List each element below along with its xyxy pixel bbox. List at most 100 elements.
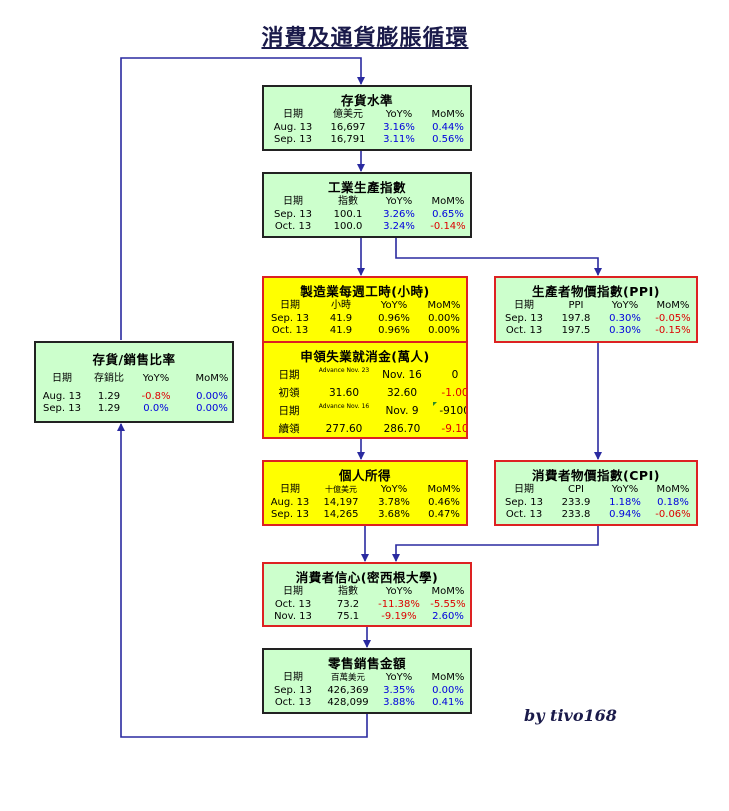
col-header: 小時 bbox=[331, 300, 351, 311]
personal-income-box: 個人所得 日期 十億美元 YoY% MoM% Aug. 13 14,197 3.… bbox=[262, 460, 468, 526]
col-header: MoM% bbox=[656, 300, 690, 311]
data-table: 日期 十億美元 YoY% MoM% Aug. 13 14,197 3.78% 0… bbox=[264, 484, 466, 522]
cell: 277.60 bbox=[325, 423, 363, 435]
consumer-sentiment-box: 消費者信心(密西根大學) 日期 指數 YoY% MoM% Oct. 13 73.… bbox=[262, 562, 472, 627]
data-table: 日期 存銷比 YoY% MoM% Aug. 13 1.29 -0.8% 0.00… bbox=[36, 373, 232, 415]
cell: 233.9 bbox=[561, 496, 591, 508]
cell: 14,265 bbox=[323, 509, 359, 520]
cell: 3.26% bbox=[383, 208, 415, 220]
box-title: 消費者信心(密西根大學) bbox=[295, 570, 439, 585]
cell: 2.60% bbox=[432, 611, 464, 622]
cell: Aug. 13 bbox=[42, 391, 82, 402]
cell: -9.19% bbox=[381, 611, 417, 622]
col-header: 指數 bbox=[338, 196, 358, 207]
cell: 0.00% bbox=[428, 312, 460, 324]
cell: 75.1 bbox=[336, 611, 360, 622]
cell: 0.56% bbox=[432, 134, 464, 145]
col-header: 日期 bbox=[283, 109, 303, 120]
cell: 0.44% bbox=[432, 121, 464, 133]
cell: 0.46% bbox=[428, 496, 460, 508]
cell: 0.00% bbox=[432, 684, 464, 696]
error-triangle-icon bbox=[433, 402, 438, 406]
box-title: 生產者物價指數(PPI) bbox=[532, 284, 660, 299]
cell: 0 bbox=[451, 369, 459, 381]
col-header: 日期 bbox=[283, 586, 303, 597]
data-table: 日期 小時 YoY% MoM% Sep. 13 41.9 0.96% 0.00%… bbox=[264, 300, 466, 338]
data-table: 日期 億美元 YoY% MoM% Aug. 13 16,697 3.16% 0.… bbox=[264, 109, 470, 147]
cell: 32.60 bbox=[386, 387, 418, 399]
inventory-level-box: 存貨水準 日期 億美元 YoY% MoM% Aug. 13 16,697 3.1… bbox=[262, 85, 472, 151]
cell: 0.00% bbox=[428, 325, 460, 336]
col-header: MoM% bbox=[427, 300, 461, 311]
inventory-sales-ratio-box: 存貨/銷售比率 日期 存銷比 YoY% MoM% Aug. 13 1.29 -0… bbox=[34, 341, 234, 423]
col-header: 億美元 bbox=[333, 109, 363, 120]
cell: Nov. 9 bbox=[385, 405, 419, 417]
cell: 0.0% bbox=[143, 403, 169, 414]
cell: 0.18% bbox=[657, 496, 689, 508]
ppi-box: 生產者物價指數(PPI) 日期 PPI YoY% MoM% Sep. 13 19… bbox=[494, 276, 698, 343]
cell: -0.8% bbox=[141, 391, 171, 402]
col-header: MoM% bbox=[431, 586, 465, 597]
box-title: 工業生產指數 bbox=[327, 180, 406, 195]
cell: 1.18% bbox=[609, 496, 641, 508]
manufacturing-hours-box: 製造業每週工時(小時) 日期 小時 YoY% MoM% Sep. 13 41.9… bbox=[262, 276, 468, 343]
cell: Sep. 13 bbox=[274, 684, 312, 696]
cell: Sep. 13 bbox=[274, 208, 312, 220]
cell: 428,099 bbox=[327, 697, 369, 708]
cell: 0.96% bbox=[378, 312, 410, 324]
col-header: 日期 bbox=[514, 484, 534, 495]
box-title: 零售銷售金額 bbox=[327, 656, 406, 671]
cell: -11.38% bbox=[378, 598, 420, 610]
cell: 41.9 bbox=[329, 325, 353, 336]
col-header: YoY% bbox=[611, 300, 639, 311]
col-header: MoM% bbox=[431, 196, 465, 207]
cell: Advance Nov. 23 bbox=[318, 367, 370, 374]
cpi-box: 消費者物價指數(CPI) 日期 CPI YoY% MoM% Sep. 13 23… bbox=[494, 460, 698, 526]
col-header: 指數 bbox=[338, 586, 358, 597]
col-header: MoM% bbox=[431, 672, 465, 683]
col-header: 存銷比 bbox=[94, 373, 124, 384]
cell: Nov. 16 bbox=[382, 369, 422, 381]
col-header: MoM% bbox=[656, 484, 690, 495]
cell: 3.24% bbox=[383, 221, 415, 232]
col-header: YoY% bbox=[380, 484, 408, 495]
cell: 1.29 bbox=[97, 403, 121, 414]
box-title: 存貨水準 bbox=[340, 93, 393, 108]
cell: 0.65% bbox=[432, 208, 464, 220]
cell-with-marker: -91000 bbox=[430, 402, 466, 420]
cell: 3.35% bbox=[383, 684, 415, 696]
cell: 日期 bbox=[278, 369, 300, 381]
col-header: YoY% bbox=[385, 672, 413, 683]
cell: -0.05% bbox=[655, 312, 691, 324]
cell: -0.06% bbox=[655, 509, 691, 520]
data-table: 日期 PPI YoY% MoM% Sep. 13 197.8 0.30% -0.… bbox=[496, 300, 696, 338]
cell: 0.96% bbox=[378, 325, 410, 336]
box-title: 消費者物價指數(CPI) bbox=[532, 468, 660, 483]
retail-sales-box: 零售銷售金額 日期 百萬美元 YoY% MoM% Sep. 13 426,369… bbox=[262, 648, 472, 714]
cell: 初領 bbox=[278, 387, 300, 399]
author-credit: by tivo168 bbox=[524, 706, 617, 725]
cell: 1.29 bbox=[97, 391, 121, 402]
col-header: 百萬美元 bbox=[330, 673, 365, 683]
cell: 0.94% bbox=[609, 509, 641, 520]
cell: Sep. 13 bbox=[274, 134, 312, 145]
col-header: YoY% bbox=[611, 484, 639, 495]
cell: 0.47% bbox=[428, 509, 460, 520]
col-header: YoY% bbox=[142, 373, 170, 384]
cell: -5.55% bbox=[430, 598, 466, 610]
cell: 41.9 bbox=[329, 312, 353, 324]
data-table: 日期 百萬美元 YoY% MoM% Sep. 13 426,369 3.35% … bbox=[264, 672, 470, 710]
cell: Oct. 13 bbox=[505, 509, 543, 520]
cell: 0.00% bbox=[196, 391, 228, 402]
col-header: YoY% bbox=[380, 300, 408, 311]
cell: 100.0 bbox=[333, 221, 363, 232]
cell: Sep. 13 bbox=[505, 496, 543, 508]
cell: 31.60 bbox=[328, 387, 360, 399]
arrow-retail-to-ratio bbox=[117, 423, 368, 738]
col-header: 日期 bbox=[283, 196, 303, 207]
col-header: 十億美元 bbox=[325, 485, 357, 494]
box-title: 製造業每週工時(小時) bbox=[300, 284, 430, 299]
cell: 3.78% bbox=[378, 496, 410, 508]
cell: 0.41% bbox=[432, 697, 464, 708]
cell: 426,369 bbox=[327, 684, 369, 696]
